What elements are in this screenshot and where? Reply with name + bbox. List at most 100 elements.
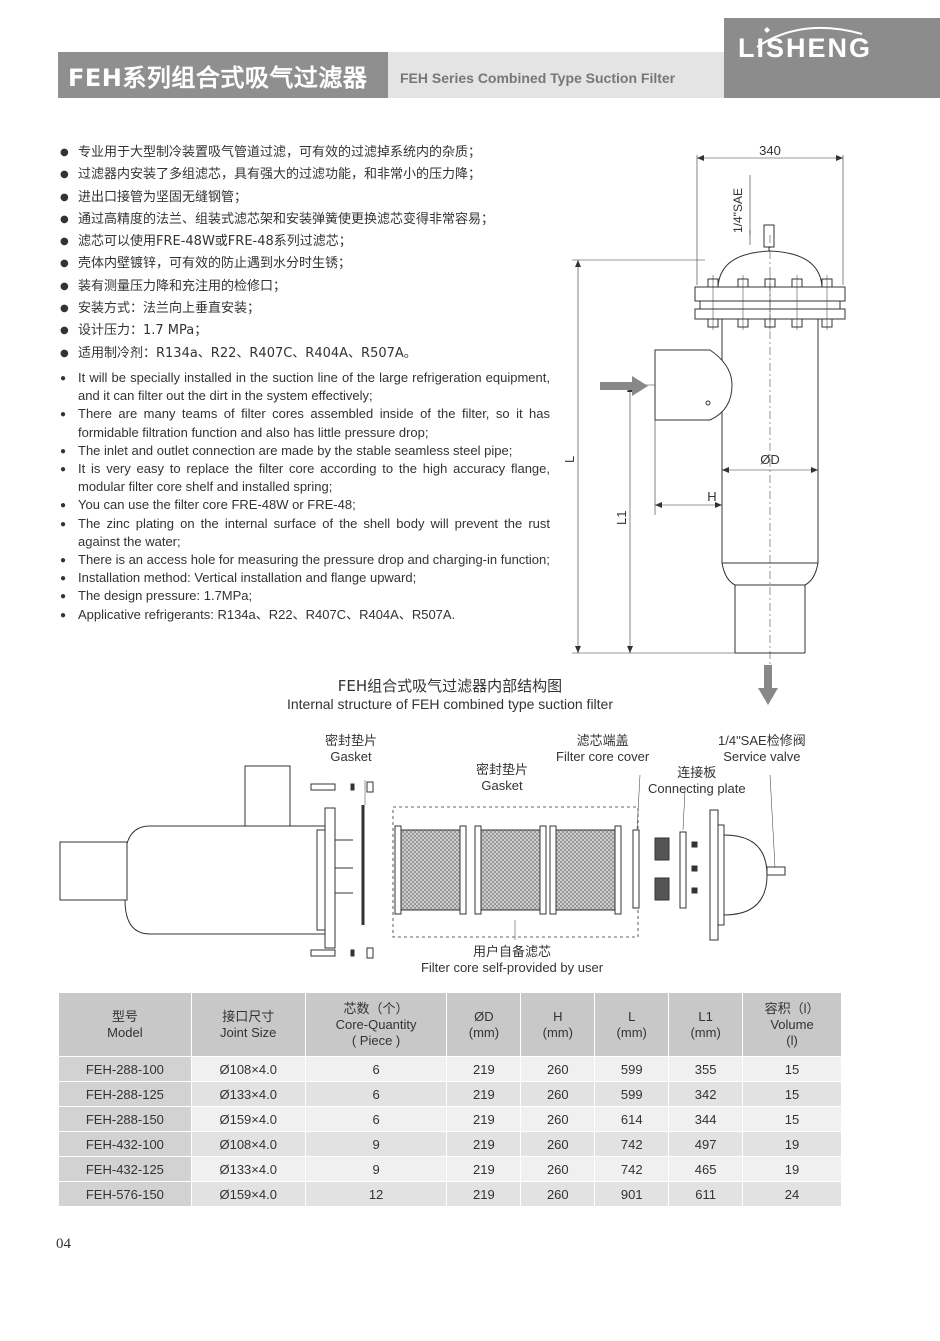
table-cell: 260	[520, 1181, 596, 1207]
table-cell: 19	[742, 1156, 842, 1182]
label-gasket-2-en: Gasket	[481, 778, 523, 793]
structure-title-zh: FEH组合式吸气过滤器内部结构图	[337, 677, 563, 695]
table-header-cell: ØD(mm)	[446, 992, 522, 1057]
table-cell: 260	[520, 1131, 596, 1157]
feature-en-item: Applicative refrigerants: R134a、R22、R407…	[60, 606, 550, 625]
table-cell: Ø159×4.0	[190, 1181, 306, 1207]
header-en: Volume	[770, 1016, 814, 1032]
feature-en-item: There is an access hole for measuring th…	[60, 551, 550, 570]
dim-height: H	[707, 489, 716, 504]
table-cell: 742	[594, 1156, 670, 1182]
header-extra: ( Piece )	[351, 1032, 401, 1048]
header-en: (mm)	[690, 1024, 721, 1040]
table-cell: Ø133×4.0	[190, 1081, 306, 1107]
table-header-cell: L1(mm)	[668, 992, 744, 1057]
table-cell: 614	[594, 1106, 670, 1132]
header-zh: 容积（l）	[764, 1000, 820, 1016]
header-zh: L1	[698, 1008, 713, 1024]
feature-en-item: The design pressure: 1.7MPa;	[60, 587, 550, 606]
table-cell: 219	[446, 1156, 522, 1182]
header-zh: L	[628, 1008, 636, 1024]
table-cell: Ø159×4.0	[190, 1106, 306, 1132]
label-core-cover: 滤芯端盖 Filter core cover	[556, 733, 649, 765]
label-gasket-2: 密封垫片 Gasket	[476, 762, 528, 794]
table-cell: 344	[668, 1106, 744, 1132]
table-cell: 6	[304, 1056, 448, 1082]
filter-dimension-drawing: 340 1/4"SAE ØD H L L1	[562, 143, 846, 705]
feature-zh-item: 专业用于大型制冷装置吸气管道过滤，可有效的过滤掉系统内的杂质；	[60, 142, 560, 165]
label-core-cover-zh: 滤芯端盖	[576, 733, 629, 748]
table-cell: Ø108×4.0	[190, 1131, 306, 1157]
header-en: Model	[107, 1024, 143, 1040]
table-cell: 6	[304, 1081, 448, 1107]
table-cell: 219	[446, 1081, 522, 1107]
label-core-cover-en: Filter core cover	[556, 749, 650, 764]
table-header-cell: 芯数（个）Core-Quantity( Piece )	[304, 992, 448, 1057]
label-filter-core-en: Filter core self-provided by user	[420, 960, 604, 975]
brand-logo: LISHENG	[738, 33, 873, 63]
table-cell: FEH-288-100	[58, 1056, 192, 1082]
page-title-zh: FEH系列组合式吸气过滤器	[68, 64, 368, 92]
feature-en-item: It is very easy to replace the filter co…	[60, 460, 550, 496]
page-title-en: FEH Series Combined Type Suction Filter	[400, 70, 676, 86]
dim-length-l1: L1	[614, 511, 629, 525]
page-number: 04	[56, 1236, 71, 1252]
dim-length: L	[562, 456, 577, 463]
table-cell: 24	[742, 1181, 842, 1207]
feature-zh-item: 设计压力：1.7 MPa；	[60, 320, 560, 343]
header-zh: 型号	[111, 1008, 138, 1024]
header-en: Joint Size	[220, 1024, 277, 1040]
header-zh: 芯数（个）	[343, 1000, 409, 1016]
feature-zh-item: 通过高精度的法兰、组装式滤芯架和安装弹簧使更换滤芯变得非常容易；	[60, 209, 560, 232]
table-cell: FEH-576-150	[58, 1181, 192, 1207]
table-cell: FEH-288-150	[58, 1106, 192, 1132]
feature-en-item: The inlet and outlet connection are made…	[60, 442, 550, 461]
table-cell: 497	[668, 1131, 744, 1157]
header-en: (mm)	[616, 1024, 647, 1040]
label-service-valve: 1/4"SAE检修阀 Service valve	[718, 733, 806, 765]
table-cell: 19	[742, 1131, 842, 1157]
feature-zh-item: 过滤器内安装了多组滤芯，具有强大的过滤功能，和非常小的压力降；	[60, 164, 560, 187]
table-cell: Ø108×4.0	[190, 1056, 306, 1082]
table-cell: 465	[668, 1156, 744, 1182]
dim-diameter: ØD	[760, 452, 780, 467]
table-cell: 15	[742, 1081, 842, 1107]
table-header-cell: L(mm)	[594, 992, 670, 1057]
table-cell: 15	[742, 1056, 842, 1082]
table-cell: 355	[668, 1056, 744, 1082]
table-cell: 219	[446, 1106, 522, 1132]
feature-en-item: It will be specially installed in the su…	[60, 369, 550, 405]
table-cell: 260	[520, 1156, 596, 1182]
feature-zh-item: 滤芯可以使用FRE-48W或FRE-48系列过滤芯；	[60, 231, 560, 254]
table-cell: 342	[668, 1081, 744, 1107]
header-en: (mm)	[542, 1024, 573, 1040]
header-en: Core-Quantity	[335, 1016, 417, 1032]
feature-zh-item: 适用制冷剂：R134a、R22、R407C、R404A、R507A。	[60, 343, 560, 366]
label-filter-core-zh: 用户自备滤芯	[472, 944, 551, 959]
header-zh: ØD	[474, 1008, 494, 1024]
label-connecting-plate: 连接板 Connecting plate	[648, 765, 746, 797]
table-header-cell: H(mm)	[520, 992, 596, 1057]
logo-box	[724, 18, 940, 98]
table-cell: 6	[304, 1106, 448, 1132]
label-service-valve-zh: 1/4"SAE检修阀	[718, 733, 806, 748]
feature-zh-item: 安装方式：法兰向上垂直安装；	[60, 298, 560, 321]
label-gasket-1: 密封垫片 Gasket	[325, 733, 377, 765]
table-cell: 260	[520, 1081, 596, 1107]
table-cell: 219	[446, 1131, 522, 1157]
features-zh-list: 专业用于大型制冷装置吸气管道过滤，可有效的过滤掉系统内的杂质；过滤器内安装了多组…	[60, 142, 560, 365]
table-cell: 219	[446, 1181, 522, 1207]
label-filter-core: 用户自备滤芯 Filter core self-provided by user	[400, 944, 624, 976]
label-connecting-plate-en: Connecting plate	[648, 781, 746, 796]
feature-en-item: There are many teams of filter cores ass…	[60, 405, 550, 441]
